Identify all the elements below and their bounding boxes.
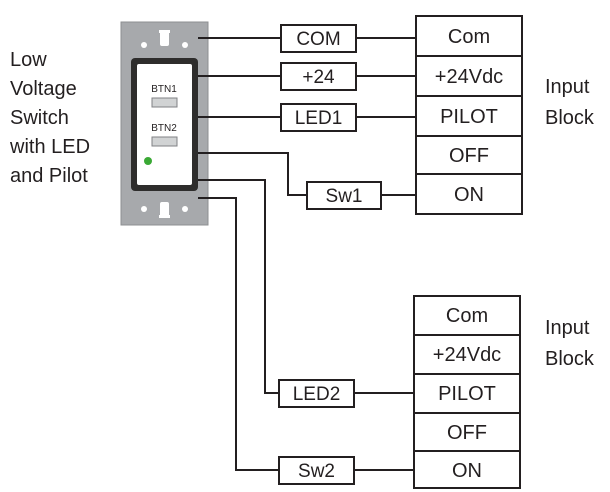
top-left-hole: [141, 42, 147, 48]
block2-title-line-1: Input: [545, 317, 590, 339]
block2-label-com: Com: [446, 305, 488, 327]
block2-label-off: OFF: [447, 422, 487, 444]
wire-sw1-device: [198, 152, 307, 196]
block2-terminal-com: [413, 295, 521, 336]
block1-label-on: ON: [454, 184, 484, 206]
wire-label-sw2-text: Sw2: [298, 461, 335, 482]
switch-description: Low Voltage Switch with LED and Pilot: [9, 49, 90, 187]
wire-label-led2: LED2: [278, 379, 355, 408]
switch-face: [137, 64, 192, 185]
block1-terminal-off: [415, 135, 523, 175]
bottom-right-hole: [182, 206, 188, 212]
block2-title-line-2: Block: [545, 348, 595, 370]
wires: [198, 37, 416, 471]
block2-label-24vdc: +24Vdc: [433, 344, 501, 366]
button-1[interactable]: [151, 97, 178, 108]
bottom-left-hole: [141, 206, 147, 212]
wire-label-led1-text: LED1: [295, 108, 343, 129]
wire-label-sw2: Sw2: [278, 456, 355, 485]
wire-label-com: COM: [280, 24, 357, 53]
bottom-screw-slot: [160, 202, 169, 218]
wire-label-led2-text: LED2: [293, 384, 341, 405]
block1-terminal-on: [415, 173, 523, 215]
wire-label-plus24-text: +24: [302, 67, 335, 88]
block1-label-com: Com: [448, 26, 490, 48]
block2-label-on: ON: [452, 460, 482, 482]
description-line-1: Low: [10, 49, 47, 71]
block1-label-24vdc: +24Vdc: [435, 66, 503, 88]
input-block-2: Com +24Vdc PILOT OFF ON Input Block: [413, 295, 595, 489]
button-1-label: BTN1: [151, 84, 177, 95]
top-screw-cap: [159, 30, 170, 33]
top-right-hole: [182, 42, 188, 48]
description-line-4: with LED: [9, 136, 90, 158]
block2-terminal-off: [413, 412, 521, 452]
wire-sw2-device: [198, 197, 279, 471]
top-screw-slot: [160, 30, 169, 46]
wire-label-sw1-text: Sw1: [326, 186, 363, 207]
low-voltage-switch: BTN1 BTN2: [120, 21, 209, 226]
wire-led2-device: [198, 179, 279, 394]
description-line-5: and Pilot: [10, 165, 88, 187]
block1-title-line-1: Input: [545, 76, 590, 98]
block2-label-pilot: PILOT: [438, 383, 496, 405]
wire-label-plus24: +24: [280, 62, 357, 91]
wire-label-led1: LED1: [280, 103, 357, 132]
description-line-2: Voltage: [10, 78, 77, 100]
wire-label-sw1: Sw1: [306, 181, 382, 210]
block1-terminal-pilot: [415, 95, 523, 137]
block1-title-line-2: Block: [545, 107, 595, 129]
led-indicator-icon: [144, 157, 152, 165]
input-block-1: Com +24Vdc PILOT OFF ON Input Block: [415, 15, 595, 215]
description-line-3: Switch: [10, 107, 69, 129]
block2-terminal-on: [413, 450, 521, 489]
button-2-label: BTN2: [151, 123, 177, 134]
button-2[interactable]: [151, 136, 178, 147]
block1-label-off: OFF: [449, 145, 489, 167]
wire-label-com-text: COM: [296, 29, 340, 50]
block1-label-pilot: PILOT: [440, 106, 498, 128]
bottom-screw-cap: [159, 215, 170, 218]
block1-terminal-com: [415, 15, 523, 57]
